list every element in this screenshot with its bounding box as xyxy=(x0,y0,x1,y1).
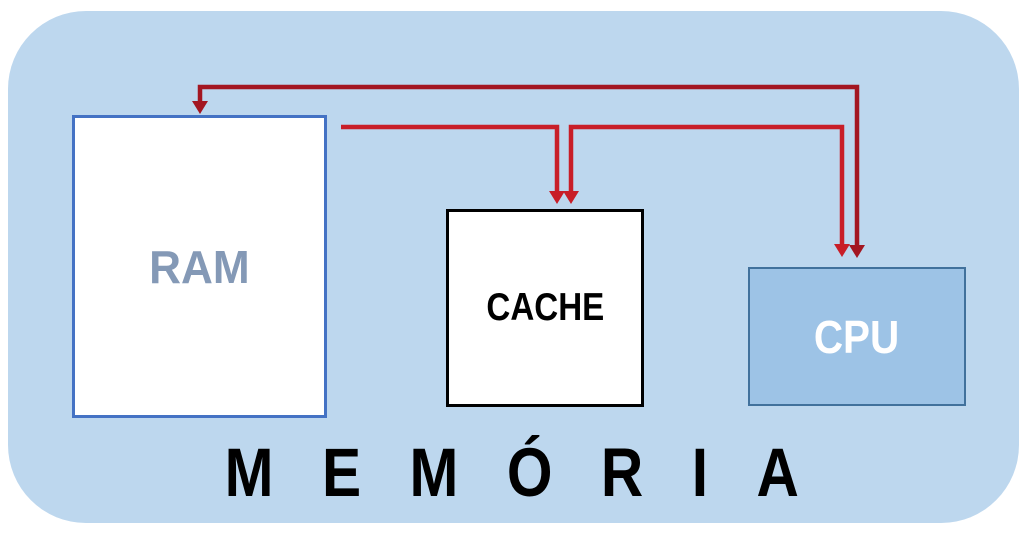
cache-label: CACHE xyxy=(486,286,604,329)
cpu-box: CPU xyxy=(748,267,966,406)
cache-box: CACHE xyxy=(446,209,644,407)
diagram-title-label: MEMÓRIA xyxy=(224,434,848,511)
cpu-label: CPU xyxy=(814,310,900,363)
diagram-title: MEMÓRIA xyxy=(0,427,1024,518)
ram-label: RAM xyxy=(149,240,250,293)
ram-box: RAM xyxy=(72,115,327,418)
